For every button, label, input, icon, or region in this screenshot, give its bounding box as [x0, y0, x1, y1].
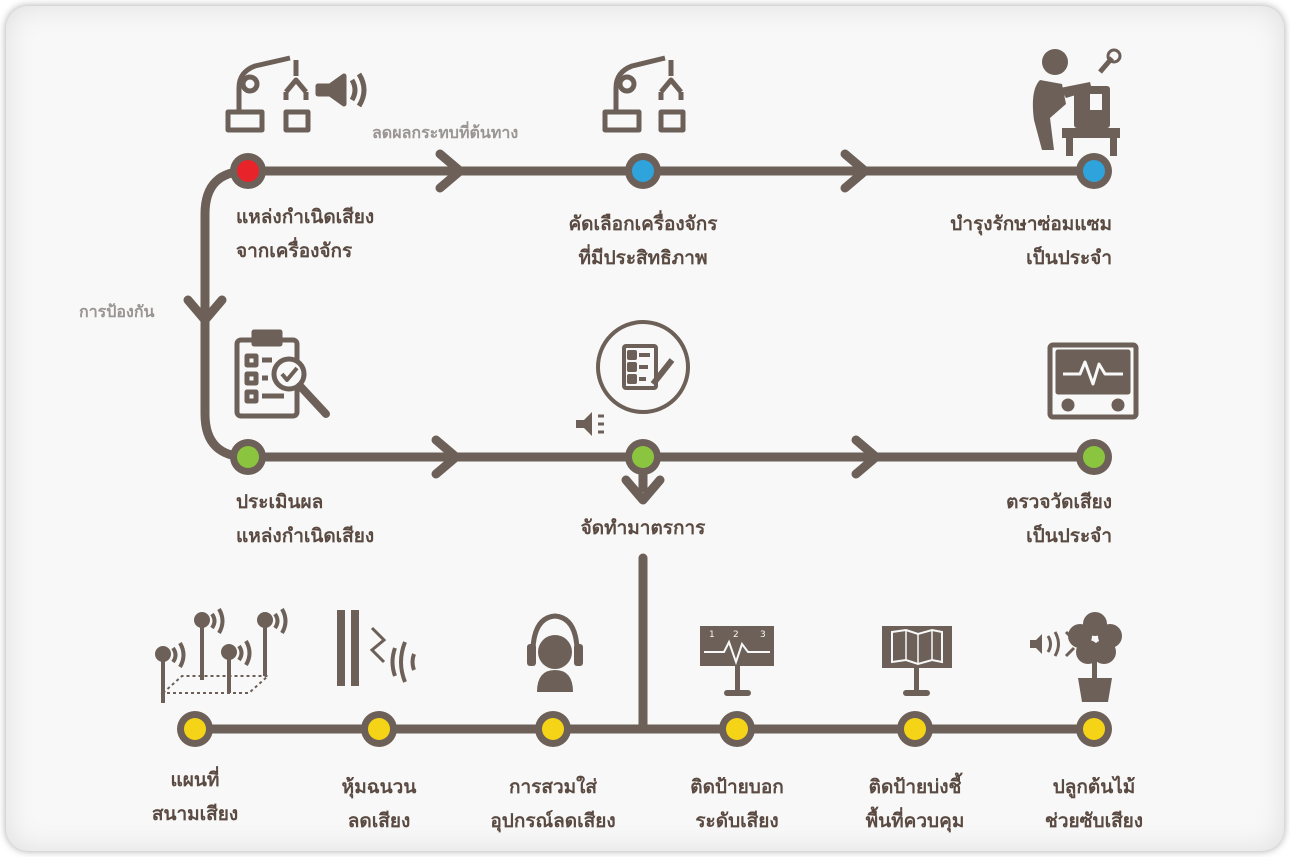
node-mid-3 [1076, 439, 1112, 475]
area-map-sign-icon [882, 626, 952, 696]
noise-level-sign-icon: 1 2 3 [700, 626, 774, 696]
dot-yellow [368, 718, 390, 740]
ear-protection-icon [527, 613, 583, 692]
dot-yellow [1083, 718, 1105, 740]
label-noise-level-signs: ติดป้ายบอก ระดับเสียง [690, 776, 784, 832]
dot-green [1083, 446, 1105, 468]
node-bottom-4 [719, 711, 755, 747]
label-regular-noise-measurement: ตรวจวัดเสียง เป็นประจำ [1006, 491, 1112, 547]
tree-absorb-sound-icon [1030, 612, 1122, 702]
svg-text:1: 1 [709, 630, 715, 640]
sound-meter-icon [1047, 342, 1139, 420]
label-sound-insulation: หุ้มฉนวน ลดเสียง [341, 776, 417, 832]
node-mid-2 [625, 439, 661, 475]
node-top-3 [1076, 153, 1112, 189]
label-plant-trees: ปลูกต้นไม้ ช่วยซับเสียง [1044, 776, 1144, 832]
dot-yellow [726, 718, 748, 740]
svg-text:3: 3 [760, 630, 766, 640]
checklist-speaker-icon [576, 320, 690, 436]
label-noise-map: แผนที่ สนามเสียง [151, 769, 239, 825]
dot-yellow [542, 718, 564, 740]
noise-map-icon [155, 607, 288, 703]
dot-blue [1083, 160, 1105, 182]
svg-text:2: 2 [733, 630, 739, 640]
node-bottom-6 [1076, 711, 1112, 747]
label-wear-hearing-protection: การสวมใส่ อุปกรณ์ลดเสียง [490, 776, 616, 832]
maintenance-worker-icon [1032, 48, 1122, 156]
node-top-2 [625, 153, 661, 189]
path-label-prevention: การป้องกัน [79, 302, 155, 321]
label-regular-maintenance: บำรุงรักษาซ่อมแซม เป็นประจำ [950, 213, 1112, 269]
label-controlled-area-signs: ติดป้ายบ่งชี้ พื้นที่ควบคุม [865, 776, 965, 832]
label-select-efficient-machine: คัดเลือกเครื่องจักร ที่มีประสิทธิภาพ [568, 213, 718, 269]
dot-yellow [904, 718, 926, 740]
node-bottom-5 [897, 711, 933, 747]
robot-arm-icon [602, 55, 686, 133]
dot-green [237, 446, 259, 468]
node-mid-1 [230, 439, 266, 475]
path-label-reduce-at-source: ลดผลกระทบที่ต้นทาง [372, 123, 519, 142]
node-bottom-3 [535, 711, 571, 747]
node-top-1 [230, 153, 266, 189]
sound-insulation-icon [337, 610, 416, 686]
clipboard-inspection-icon [234, 329, 330, 419]
dot-blue [632, 160, 654, 182]
robot-arm-with-speaker-icon [225, 55, 367, 133]
dot-red [237, 160, 259, 182]
label-machine-noise-source: แหล่งกำเนิดเสียง จากเครื่องจักร [236, 206, 375, 262]
node-bottom-1 [177, 711, 213, 747]
label-evaluate-noise-source: ประเมินผล แหล่งกำเนิดเสียง [236, 491, 375, 547]
node-bottom-2 [361, 711, 397, 747]
dot-yellow [184, 718, 206, 740]
label-establish-measures: จัดทำมาตรการ [580, 517, 706, 539]
dot-green [632, 446, 654, 468]
